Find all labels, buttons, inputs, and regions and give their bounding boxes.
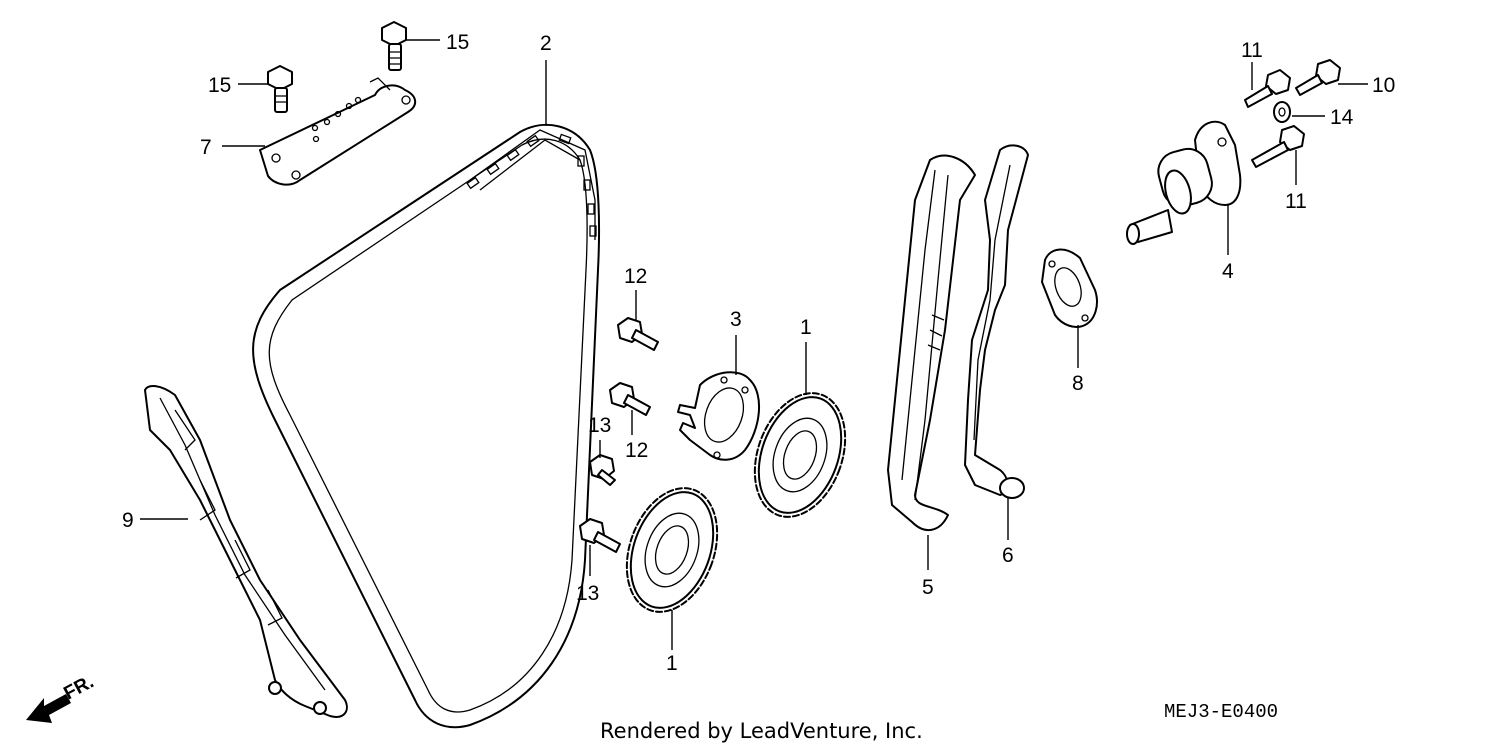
cam-chain: [252, 123, 601, 729]
bolt-12-top: [617, 317, 659, 351]
callout-6: 6: [1002, 544, 1014, 567]
front-direction-marker: FR.: [26, 672, 97, 723]
washer-14: [1273, 101, 1291, 123]
bolt-13-low: [579, 518, 621, 553]
cam-sprocket-upper: [753, 392, 847, 518]
callout-11-right: 11: [1285, 190, 1307, 213]
bolt-11-right: [1251, 125, 1305, 168]
callout-10: 10: [1372, 74, 1395, 97]
callout-11-top: 11: [1241, 39, 1263, 62]
chain-guide-top: [887, 154, 976, 531]
leader-lines: [140, 39, 1368, 650]
callout-3: 3: [730, 308, 742, 331]
chain-tensioner-arm: [964, 144, 1029, 499]
callout-4: 4: [1222, 260, 1234, 283]
callout-1-upper: 1: [800, 316, 812, 339]
chain-guide-plate: [259, 77, 417, 186]
cam-chain-tensioner: [1126, 120, 1242, 245]
bolt-15-left: [267, 65, 293, 113]
callout-8: 8: [1072, 372, 1084, 395]
cam-sprocket-lower: [625, 487, 719, 613]
callout-labels: 15 15 7 2 9 12 12 13 13 3 1 1 5 6 8 4 11…: [122, 31, 1395, 675]
chain-guide-front: [144, 385, 348, 718]
cam-sprocket-plate: [677, 371, 761, 461]
callout-15-top: 15: [446, 31, 469, 54]
callout-13-mid: 13: [588, 414, 611, 437]
bolt-13-mid: [589, 454, 616, 486]
callout-14: 14: [1330, 106, 1354, 129]
callout-13-low: 13: [576, 582, 599, 605]
callout-12-top: 12: [624, 265, 647, 288]
tensioner-gasket: [1041, 248, 1098, 328]
callout-9: 9: [122, 509, 134, 532]
bolt-10: [1295, 59, 1341, 96]
front-arrow-icon: [26, 694, 71, 723]
bolt-11-top: [1244, 69, 1291, 108]
callout-2: 2: [540, 32, 552, 55]
callout-1-lower: 1: [666, 652, 678, 675]
callout-15-left: 15: [208, 74, 231, 97]
bolt-15-top: [381, 21, 407, 71]
callout-5: 5: [922, 576, 934, 599]
callout-12-mid: 12: [625, 439, 648, 462]
callout-7: 7: [200, 136, 212, 159]
credit-text: Rendered by LeadVenture, Inc.: [600, 719, 923, 743]
diagram-code: MEJ3-E0400: [1164, 701, 1278, 723]
bolt-12-mid: [609, 382, 651, 416]
